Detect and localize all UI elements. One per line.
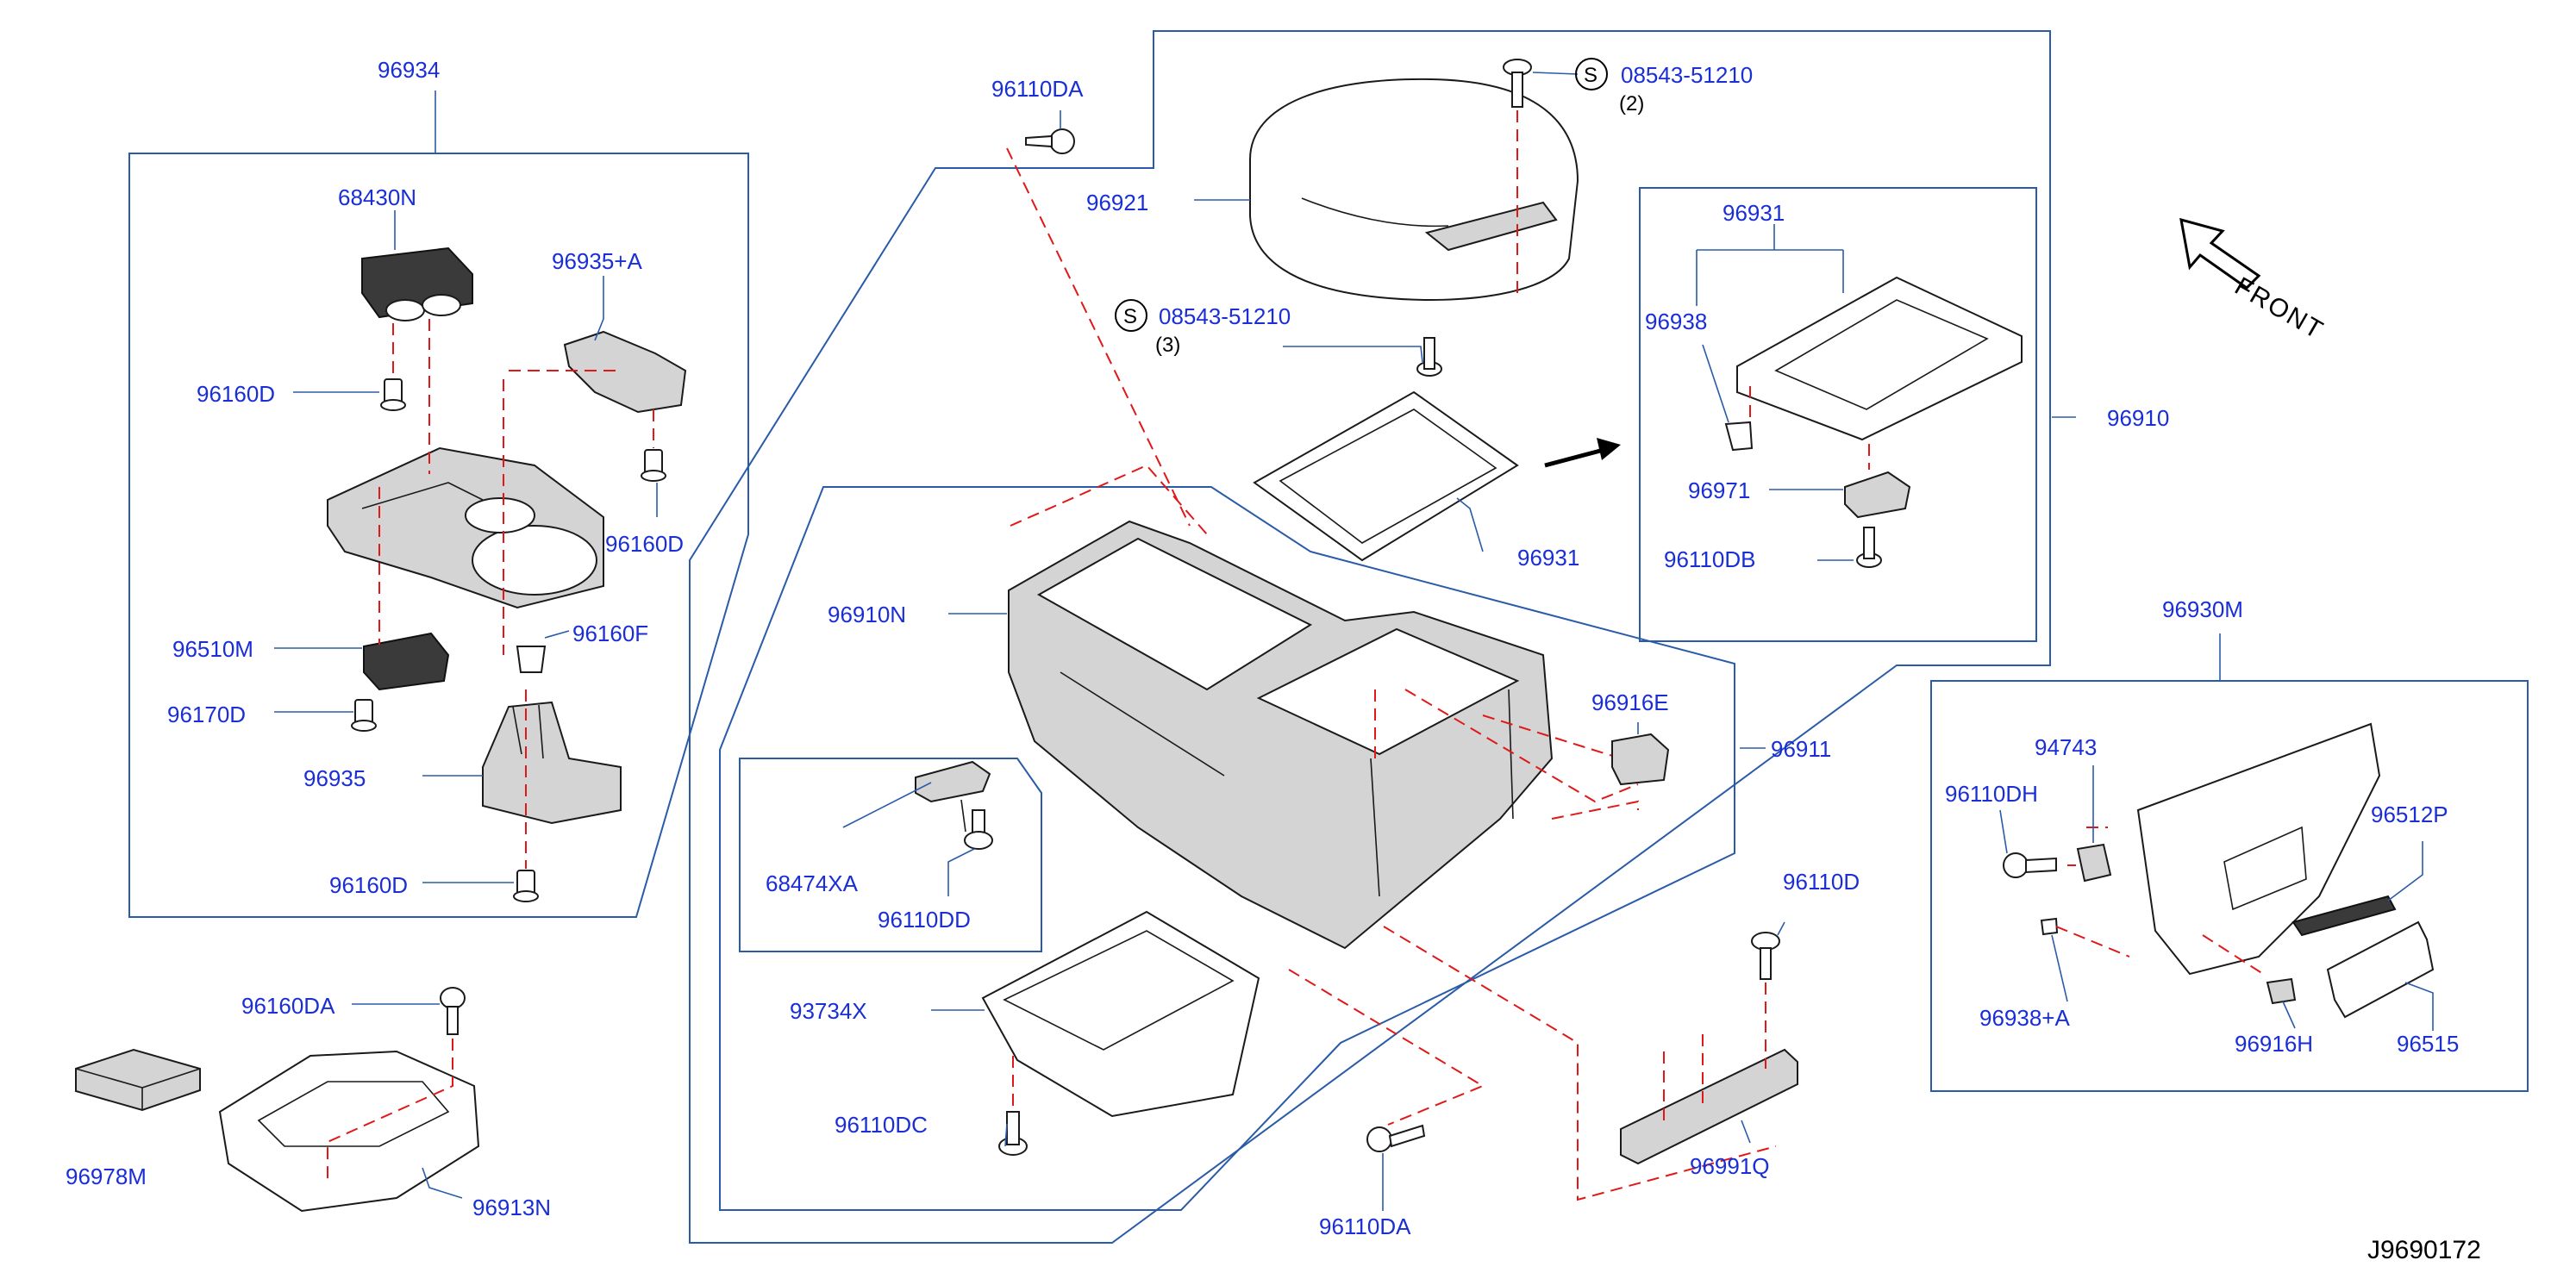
group-box-96911	[719, 486, 1735, 1211]
label-96913N: 96913N	[472, 1195, 551, 1220]
label-96931-b: 96931	[1517, 545, 1579, 571]
label-96911: 96911	[1771, 736, 1831, 762]
label-quantity-3: (3)	[1155, 334, 1180, 357]
part-96935-boot	[482, 701, 622, 825]
part-96110DC-screw	[998, 1111, 1028, 1156]
label-96971: 96971	[1688, 477, 1750, 503]
label-96910: 96910	[2107, 405, 2169, 431]
part-96991Q-bracket	[1620, 1048, 1798, 1165]
label-96916H: 96916H	[2235, 1031, 2313, 1057]
part-68430N-cupholder	[361, 246, 473, 321]
label-96160D-c: 96160D	[329, 872, 408, 898]
screw-symbol-s-b: S	[1115, 299, 1147, 332]
part-96916H-clip	[2266, 977, 2297, 1005]
label-08543-51210-a: 08543-51210	[1621, 62, 1753, 88]
part-96938-clip	[1724, 421, 1754, 452]
part-96931-frame	[1253, 390, 1519, 562]
label-96935A: 96935+A	[552, 248, 642, 274]
label-96938A: 96938+A	[1979, 1005, 2070, 1031]
label-96515: 96515	[2397, 1031, 2459, 1057]
part-96910N-console-body	[1008, 520, 1554, 950]
part-94743-switch	[2076, 843, 2112, 883]
part-96921-armrest-lid	[1249, 78, 1579, 301]
part-96512P-switch	[2292, 895, 2397, 937]
label-96991Q: 96991Q	[1690, 1153, 1770, 1179]
label-96160D-b: 96160D	[605, 531, 684, 557]
label-96110DA-top: 96110DA	[991, 76, 1084, 102]
label-96170D: 96170D	[167, 702, 246, 727]
label-96110DH: 96110DH	[1945, 781, 2038, 807]
group-box-96934	[128, 153, 749, 918]
label-96910N: 96910N	[828, 602, 906, 627]
front-label: FRONT	[2230, 271, 2329, 345]
part-96971-bracket	[1844, 471, 1911, 519]
screw-symbol-s-a-text: S	[1584, 64, 1597, 87]
screw-symbol-s-a: S	[1575, 58, 1608, 90]
label-96512P: 96512P	[2371, 802, 2448, 827]
part-93734X-pocket	[981, 910, 1260, 1118]
label-96978M: 96978M	[66, 1164, 147, 1189]
part-96110DA-screw-top	[1025, 128, 1075, 154]
group-box-96910	[689, 30, 2051, 1244]
diagram-code: J9690172	[2367, 1236, 2481, 1264]
screw-symbol-s-b-text: S	[1123, 305, 1137, 328]
part-96931-lid	[1736, 276, 2023, 441]
label-68474XA: 68474XA	[766, 870, 859, 896]
group-box-96931-sub	[1639, 187, 2037, 642]
label-96110DB: 96110DB	[1664, 546, 1756, 572]
part-96938A-clip	[2040, 917, 2059, 936]
part-96170D-screw	[351, 699, 377, 732]
part-96160D-screw-b	[641, 449, 666, 482]
part-68474XA-bracket	[915, 760, 991, 833]
label-96916E: 96916E	[1591, 689, 1669, 715]
part-screw-08543-a	[1503, 59, 1532, 108]
label-96160F: 96160F	[572, 621, 648, 646]
label-94743: 94743	[2035, 734, 2097, 760]
part-96160D-screw-c	[513, 870, 539, 902]
front-arrow-icon	[2179, 217, 2261, 290]
part-96110DD-screw	[964, 809, 993, 850]
label-96921: 96921	[1086, 190, 1148, 215]
label-96935: 96935	[303, 765, 366, 791]
part-96916E-clip	[1611, 733, 1670, 786]
label-96510M: 96510M	[172, 636, 253, 662]
label-96934: 96934	[378, 57, 440, 83]
label-96110D: 96110D	[1783, 869, 1860, 895]
part-96110DH-bolt	[2003, 852, 2057, 878]
label-96931-a: 96931	[1723, 200, 1785, 226]
label-08543-51210-b: 08543-51210	[1159, 303, 1291, 329]
label-96110DD: 96110DD	[878, 907, 971, 933]
part-screw-08543-b	[1416, 337, 1442, 377]
label-96110DA-bottom: 96110DA	[1319, 1213, 1411, 1239]
part-96160DA-screw	[440, 987, 466, 1035]
arrow-head-icon	[1597, 438, 1621, 460]
label-96938: 96938	[1645, 309, 1707, 334]
part-96978M-pad	[75, 1048, 201, 1112]
part-96160D-screw-a	[380, 378, 406, 411]
part-96110DA-screw-bottom	[1366, 1124, 1426, 1152]
label-93734X: 93734X	[790, 998, 867, 1024]
label-96930M: 96930M	[2162, 596, 2243, 622]
label-96160DA: 96160DA	[241, 993, 335, 1019]
part-96110D-bolt	[1751, 932, 1780, 980]
group-box-96930M	[1930, 680, 2529, 1092]
part-96935A-boot	[563, 330, 687, 414]
part-96510M-switch	[363, 632, 450, 691]
part-96160F-clip	[516, 646, 547, 673]
part-96913N-bracket	[218, 1050, 480, 1213]
label-quantity-2: (2)	[1619, 92, 1644, 115]
part-96110DB-screw	[1856, 527, 1882, 568]
part-96930M-finisher	[2136, 722, 2381, 976]
label-68430N: 68430N	[338, 184, 416, 210]
label-96110DC: 96110DC	[835, 1112, 928, 1138]
arrow-icon	[1544, 447, 1604, 468]
part-96515-panel	[2326, 920, 2435, 1019]
group-box-bracket	[739, 758, 1042, 952]
part-console-finisher	[327, 446, 604, 609]
label-96160D-a: 96160D	[197, 381, 275, 407]
